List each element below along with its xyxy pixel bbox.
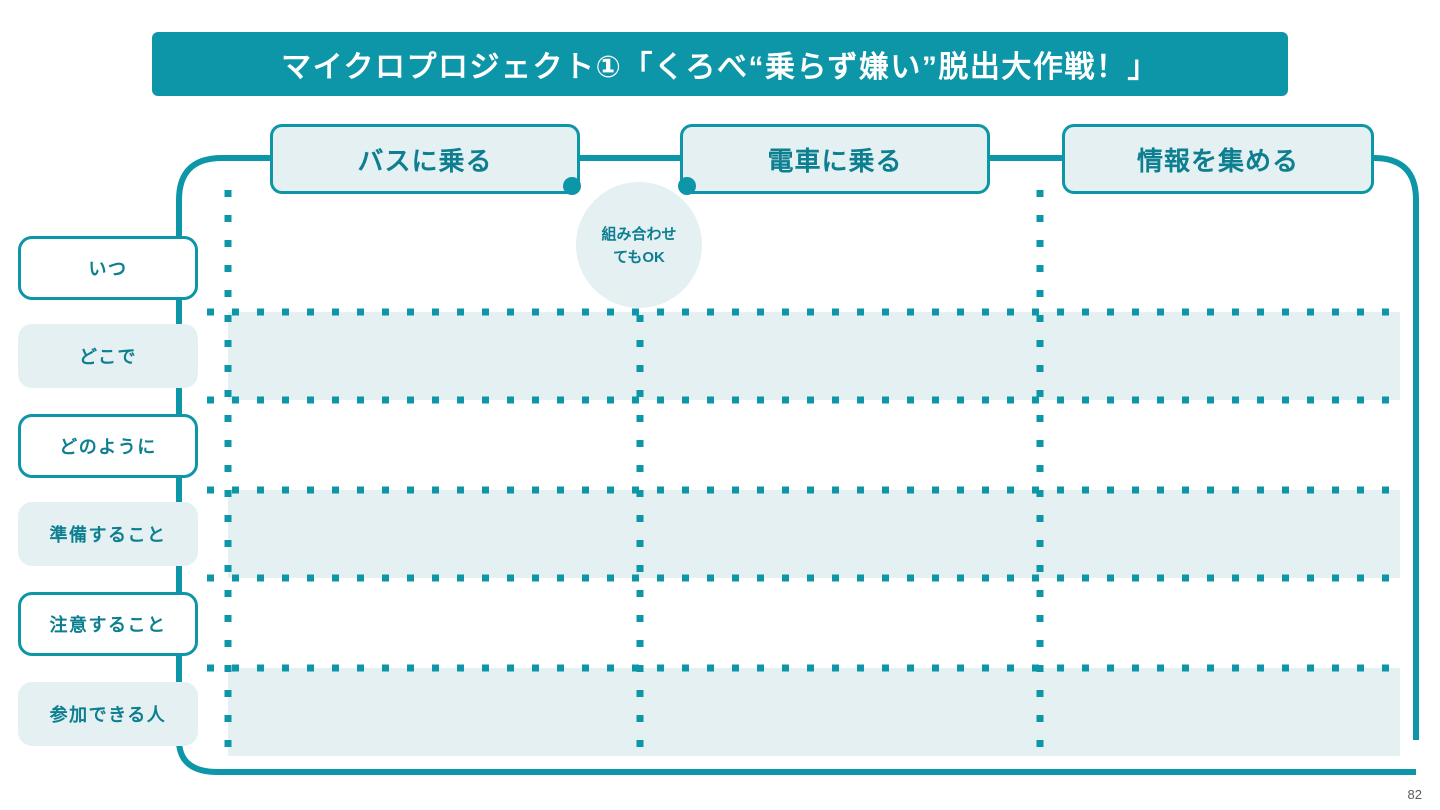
- row-label-text: どこで: [79, 347, 137, 367]
- row-label-text: 準備すること: [49, 525, 167, 545]
- column-header-bus[interactable]: バスに乗る: [270, 124, 580, 194]
- slide-title: マイクロプロジェクト①「くろべ“乗らず嫌い”脱出大作戦！」: [281, 51, 1159, 84]
- column-header-label: 情報を集める: [1136, 145, 1299, 176]
- combine-annotation: 組み合わせ てもOK: [576, 182, 702, 308]
- row-label-text: いつ: [88, 259, 128, 279]
- row-label-donoyouni[interactable]: どのように: [18, 414, 198, 478]
- column-header-label: 電車に乗る: [767, 145, 903, 176]
- connector-dot-right: [678, 177, 696, 195]
- page-number: 82: [1407, 787, 1422, 802]
- column-header-info[interactable]: 情報を集める: [1062, 124, 1374, 194]
- combine-annotation-line2: てもOK: [613, 249, 665, 266]
- column-header-label: バスに乗る: [357, 145, 493, 176]
- row-band-dokode: [228, 312, 1400, 400]
- row-label-sanka[interactable]: 参加できる人: [18, 682, 198, 746]
- row-label-junbi[interactable]: 準備すること: [18, 502, 198, 566]
- combine-annotation-line1: 組み合わせ: [601, 226, 677, 243]
- slide-title-bar: マイクロプロジェクト①「くろべ“乗らず嫌い”脱出大作戦！」: [152, 32, 1288, 96]
- connector-dot-left: [563, 177, 581, 195]
- row-label-itsu[interactable]: いつ: [18, 236, 198, 300]
- row-label-chuui[interactable]: 注意すること: [18, 592, 198, 656]
- row-label-text: どのように: [59, 437, 157, 457]
- row-label-text: 注意すること: [49, 615, 167, 635]
- row-band-junbi: [228, 490, 1400, 578]
- row-band-sanka: [228, 668, 1400, 756]
- row-label-dokode[interactable]: どこで: [18, 324, 198, 388]
- row-label-text: 参加できる人: [49, 705, 167, 725]
- column-header-train[interactable]: 電車に乗る: [680, 124, 990, 194]
